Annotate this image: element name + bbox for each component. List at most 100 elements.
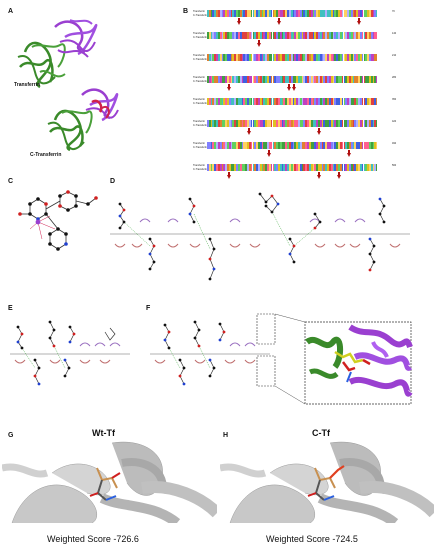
atoms-e bbox=[16, 320, 76, 386]
residue-cell bbox=[285, 164, 288, 171]
residue-cell bbox=[287, 98, 289, 105]
alignment-row-number: 210 bbox=[392, 54, 397, 57]
atom bbox=[270, 210, 274, 214]
residue-cell bbox=[301, 76, 304, 83]
residue-cell bbox=[256, 10, 258, 17]
residue-cell bbox=[207, 54, 209, 61]
residue-cell bbox=[303, 120, 306, 127]
residue-cell bbox=[352, 10, 355, 17]
residue-cell bbox=[305, 76, 308, 83]
residue-cell bbox=[217, 98, 220, 105]
atom bbox=[292, 260, 296, 264]
residue-cell bbox=[318, 98, 320, 105]
residue-cell bbox=[296, 142, 298, 149]
residue-cell bbox=[307, 120, 309, 127]
mutation-arrow bbox=[247, 131, 251, 135]
residue-cell bbox=[288, 76, 291, 83]
residue-cell bbox=[352, 164, 355, 171]
residue-cell bbox=[236, 120, 238, 127]
residue-cell bbox=[252, 32, 255, 39]
residue-cell bbox=[248, 120, 251, 127]
residue-cell bbox=[347, 54, 349, 61]
residue-cell bbox=[228, 142, 231, 149]
alignment-row bbox=[207, 54, 377, 61]
red-highlight-region bbox=[91, 99, 110, 119]
residue-cell bbox=[290, 98, 293, 105]
residue-cell bbox=[350, 54, 353, 61]
residue-cell bbox=[368, 32, 371, 39]
residue-cell bbox=[361, 76, 364, 83]
residue-cell bbox=[372, 10, 375, 17]
residue-cell bbox=[248, 164, 251, 171]
residue-cell bbox=[319, 120, 322, 127]
residue-cell bbox=[268, 142, 271, 149]
residue-cell bbox=[350, 142, 353, 149]
residue-cell bbox=[290, 76, 293, 83]
residue-cell bbox=[207, 164, 209, 171]
residue-cell bbox=[348, 54, 351, 61]
residue-cell bbox=[259, 76, 262, 83]
residue-cell bbox=[347, 10, 349, 17]
alignment-row bbox=[207, 120, 377, 127]
residue-cell bbox=[368, 76, 371, 83]
residue-cell bbox=[276, 142, 278, 149]
atom bbox=[208, 257, 212, 261]
residue-cell bbox=[343, 120, 346, 127]
atom bbox=[33, 374, 37, 378]
residue-cell bbox=[334, 120, 337, 127]
residue-cell bbox=[221, 164, 224, 171]
residue-cell bbox=[305, 54, 308, 61]
atom bbox=[382, 220, 386, 224]
residue-cell bbox=[299, 32, 302, 39]
residue-cell bbox=[287, 164, 289, 171]
residue-cell bbox=[219, 164, 222, 171]
residue-cell bbox=[347, 32, 349, 39]
residue-cell bbox=[308, 98, 311, 105]
residue-cell bbox=[345, 32, 348, 39]
residue-cell bbox=[268, 76, 271, 83]
residue-cell bbox=[370, 10, 373, 17]
residue-cell bbox=[261, 98, 264, 105]
residue-cell bbox=[256, 98, 258, 105]
residue-cell bbox=[283, 98, 286, 105]
residue-cell bbox=[250, 10, 253, 17]
residue-cell bbox=[308, 32, 311, 39]
residue-cell bbox=[361, 10, 364, 17]
residue-cell bbox=[323, 76, 326, 83]
atom bbox=[68, 325, 72, 329]
atom bbox=[208, 237, 212, 241]
residue-cell bbox=[276, 76, 278, 83]
residue-cell bbox=[267, 142, 269, 149]
interaction-diagram-f bbox=[150, 320, 270, 386]
residue-cell bbox=[279, 32, 282, 39]
residue-cell bbox=[374, 76, 377, 83]
atom bbox=[148, 267, 152, 271]
residue-cell bbox=[301, 98, 304, 105]
atom bbox=[372, 244, 376, 248]
atom bbox=[218, 338, 222, 342]
residue-cell bbox=[234, 10, 237, 17]
residue-cell bbox=[263, 142, 266, 149]
residue-cell bbox=[290, 120, 293, 127]
metal-coordination bbox=[29, 215, 56, 240]
residue-cell bbox=[350, 120, 353, 127]
residue-cell bbox=[363, 98, 366, 105]
residue-cell bbox=[281, 164, 284, 171]
atom bbox=[118, 202, 122, 206]
residue-cell bbox=[321, 120, 324, 127]
residue-cell bbox=[276, 54, 278, 61]
residue-cell bbox=[376, 164, 377, 171]
residue-cell bbox=[210, 54, 213, 61]
residue-cell bbox=[368, 164, 371, 171]
residue-cell bbox=[270, 142, 273, 149]
residue-cell bbox=[217, 10, 220, 17]
atom bbox=[20, 346, 24, 350]
alignment-row bbox=[207, 98, 377, 105]
residue-cell bbox=[368, 120, 371, 127]
residue-cell bbox=[321, 32, 324, 39]
zoom-box-bottom bbox=[256, 355, 276, 387]
hbonds-f bbox=[168, 345, 211, 369]
residue-cell bbox=[318, 164, 320, 171]
residue-cell bbox=[232, 120, 235, 127]
purple-domain bbox=[54, 19, 98, 58]
